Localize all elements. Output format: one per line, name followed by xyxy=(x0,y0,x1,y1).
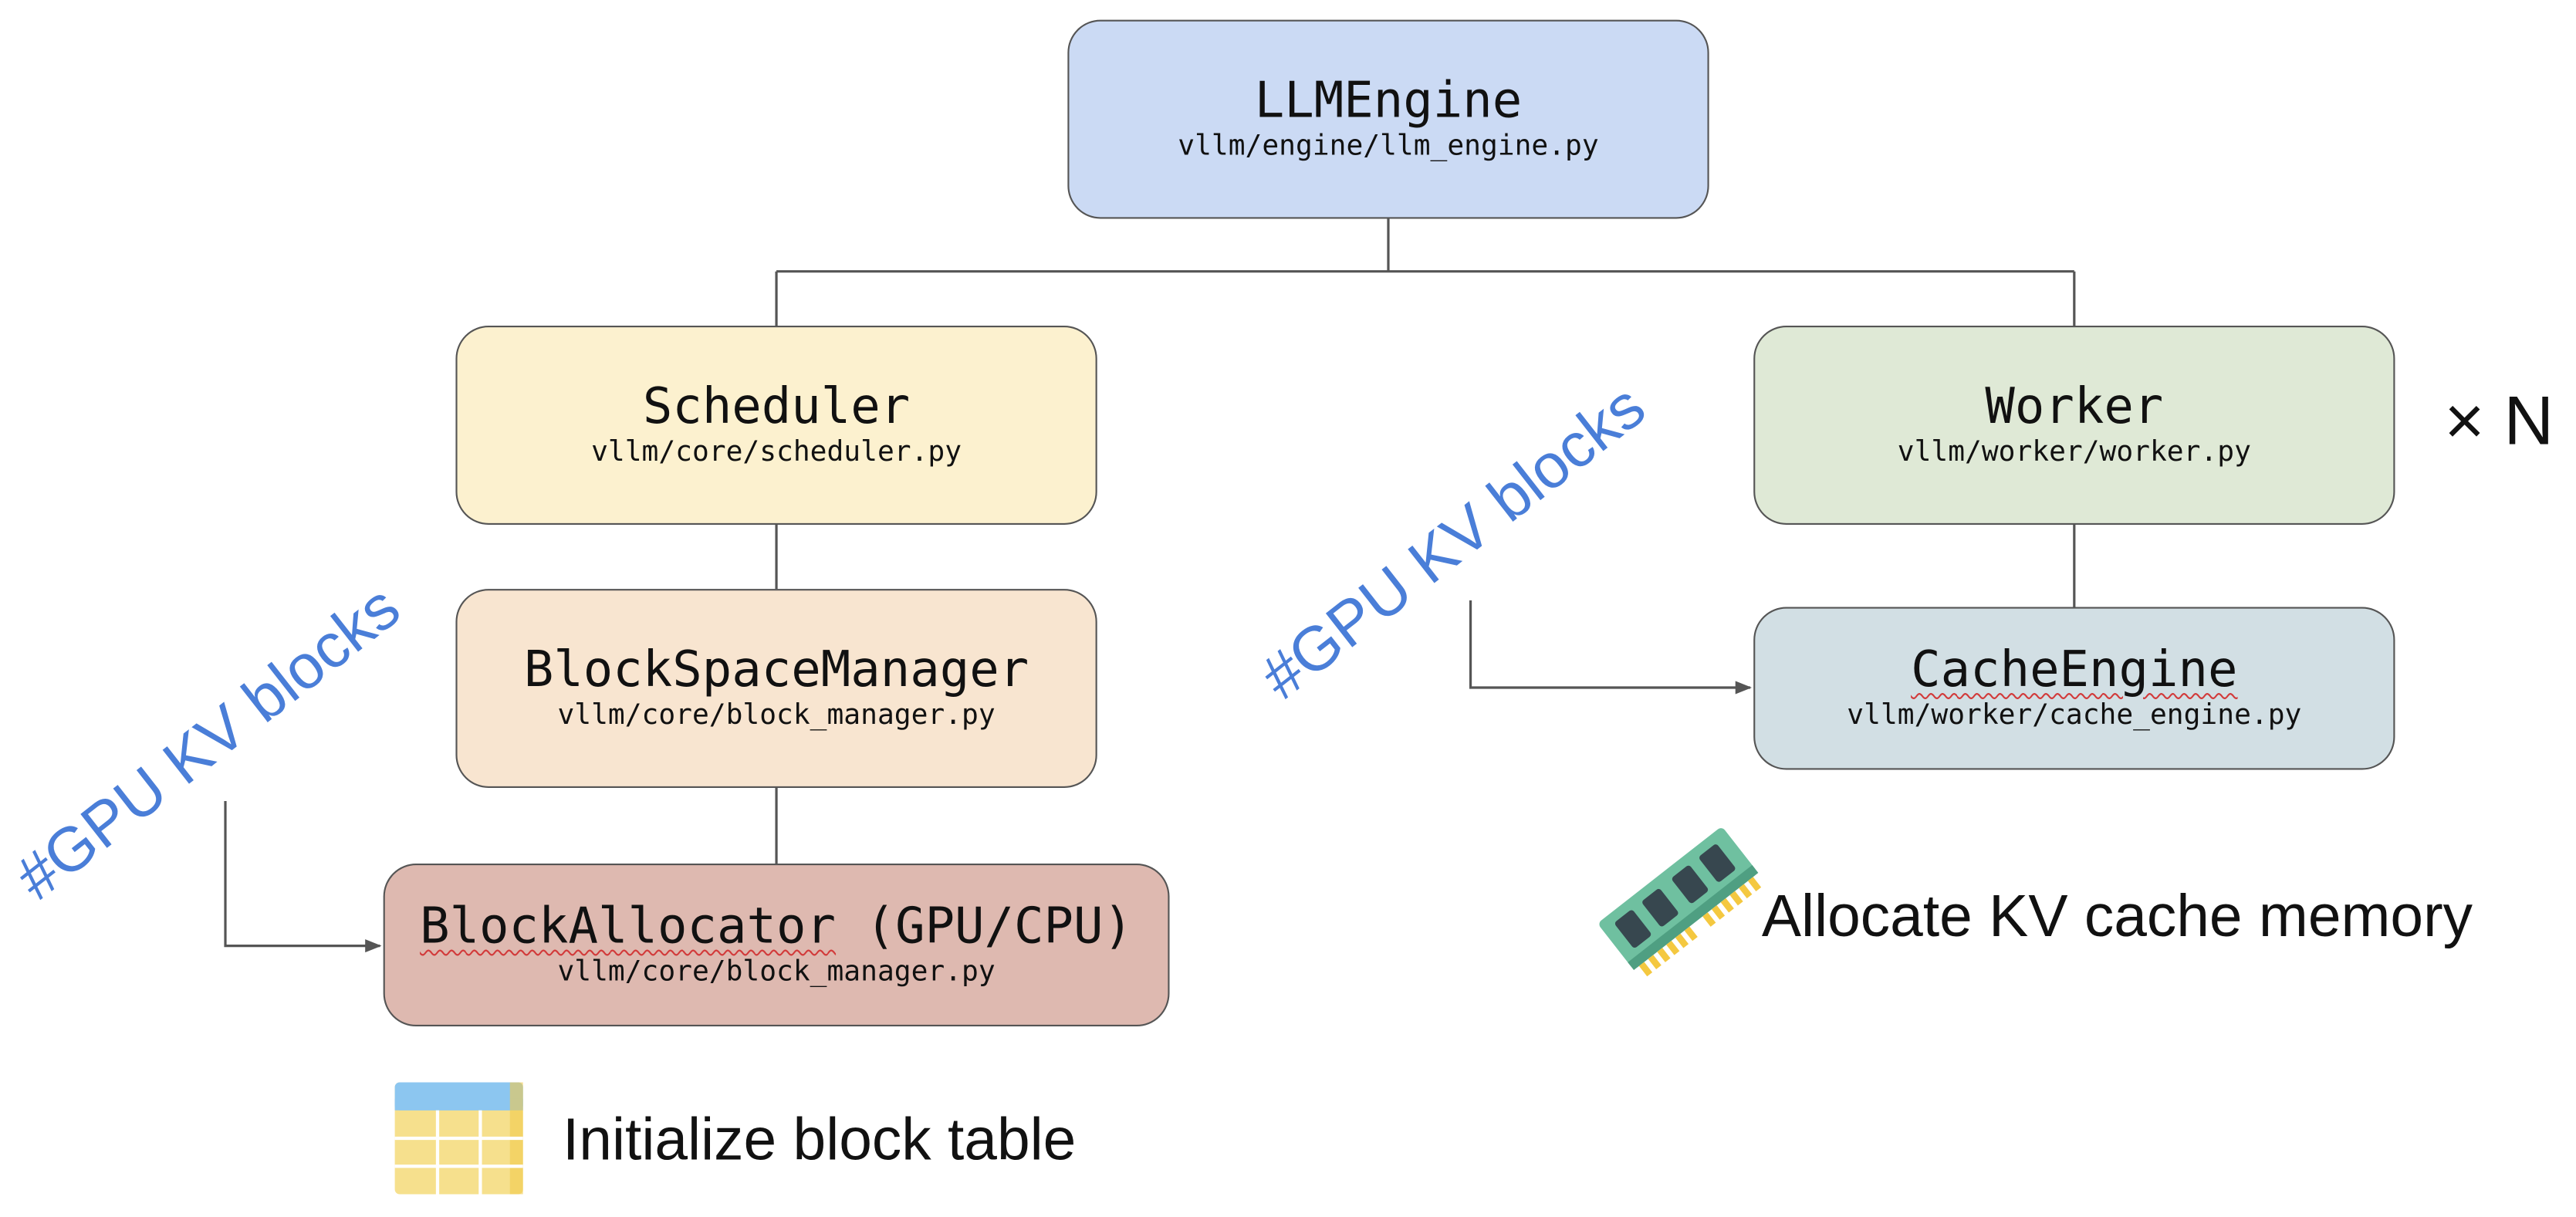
block-allocator-title-main: BlockAllocator xyxy=(420,897,837,955)
table-grid-icon xyxy=(394,1082,523,1195)
worker-title: Worker xyxy=(1985,377,2164,436)
scheduler-path: vllm/core/scheduler.py xyxy=(591,436,962,469)
left-kv-arrow xyxy=(224,801,382,953)
right-kv-arrow xyxy=(1469,600,1753,695)
ram-memory-icon xyxy=(1592,813,1763,984)
block-space-manager-box: BlockSpaceManager vllm/core/block_manage… xyxy=(455,589,1097,788)
allocate-kv-cache-caption: Allocate KV cache memory xyxy=(1761,881,2473,949)
llm-engine-box: LLMEngine vllm/engine/llm_engine.py xyxy=(1067,19,1709,219)
llm-engine-path: vllm/engine/llm_engine.py xyxy=(1178,130,1599,164)
block-allocator-title: BlockAllocator (GPU/CPU) xyxy=(420,897,1134,956)
engine-to-branches-line xyxy=(775,218,2076,326)
cache-engine-title-text: CacheEngine xyxy=(1911,641,2238,699)
worker-box: Worker vllm/worker/worker.py xyxy=(1753,326,2395,525)
block-allocator-box: BlockAllocator (GPU/CPU) vllm/core/block… xyxy=(383,864,1170,1027)
block-space-manager-title: BlockSpaceManager xyxy=(523,641,1029,699)
worker-path: vllm/worker/worker.py xyxy=(1897,436,2251,469)
scheduler-box: Scheduler vllm/core/scheduler.py xyxy=(455,326,1097,525)
initialize-block-table-caption: Initialize block table xyxy=(562,1105,1077,1173)
block-space-manager-path: vllm/core/block_manager.py xyxy=(557,699,996,732)
worker-multiplier: × N xyxy=(2444,381,2554,459)
scheduler-title: Scheduler xyxy=(642,377,911,436)
cache-engine-box: CacheEngine vllm/worker/cache_engine.py xyxy=(1753,607,2395,770)
block-allocator-title-suffix: (GPU/CPU) xyxy=(836,897,1134,955)
cache-engine-path: vllm/worker/cache_engine.py xyxy=(1847,699,2302,732)
block-allocator-path: vllm/core/block_manager.py xyxy=(557,955,996,989)
cache-engine-title: CacheEngine xyxy=(1911,641,2238,700)
llm-engine-title: LLMEngine xyxy=(1254,71,1523,130)
